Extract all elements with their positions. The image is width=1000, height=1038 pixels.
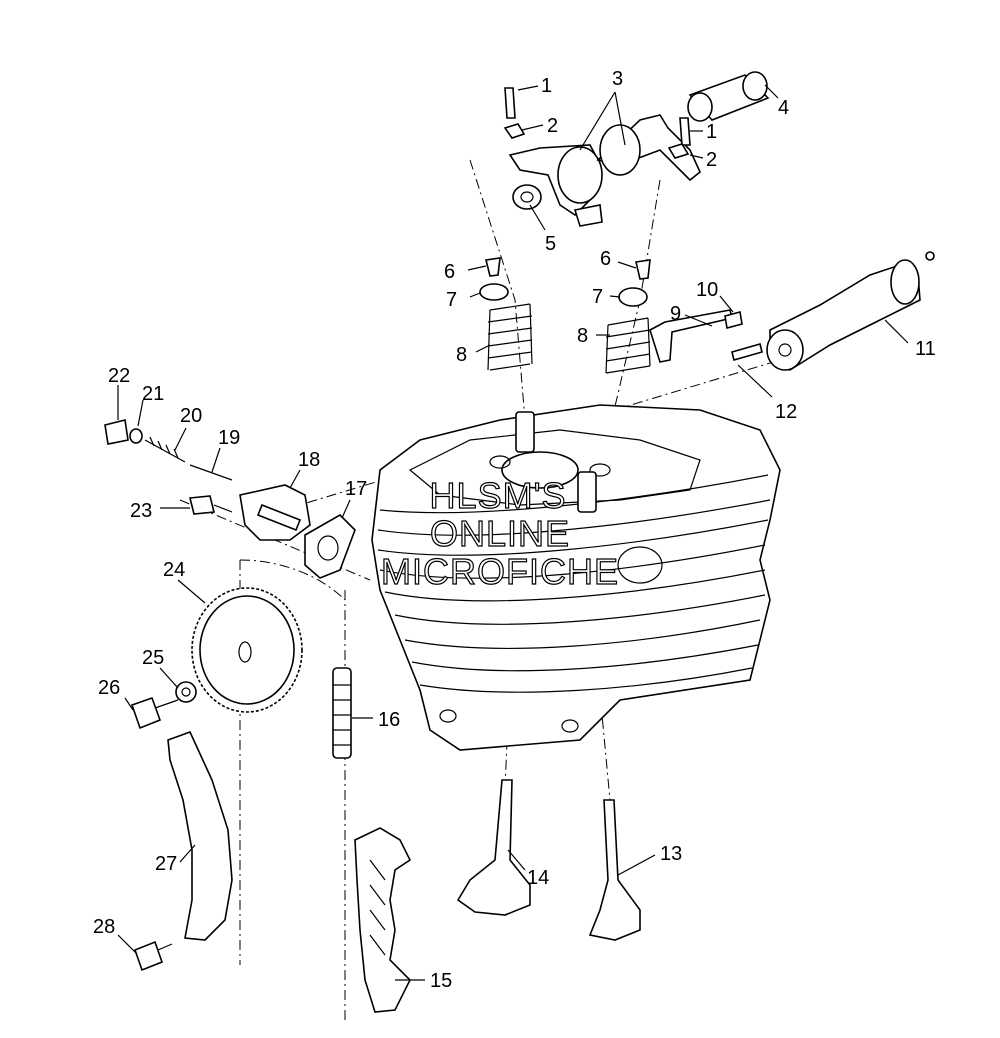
rocker-arm-assembly <box>503 71 770 227</box>
callout-8-right: 8 <box>577 325 588 347</box>
callout-5: 5 <box>545 233 556 255</box>
camshaft-assembly <box>649 251 935 371</box>
cam-chain <box>332 667 352 759</box>
leader-lines <box>117 84 909 981</box>
callout-20: 20 <box>180 405 202 427</box>
valves <box>456 779 641 941</box>
callout-11: 11 <box>915 338 936 360</box>
callout-22: 22 <box>108 365 130 387</box>
callout-24: 24 <box>163 559 185 581</box>
callout-3: 3 <box>612 68 623 90</box>
callout-19: 19 <box>218 427 240 449</box>
callout-7-right: 7 <box>592 286 603 308</box>
callout-7-left: 7 <box>446 289 457 311</box>
callout-1-upper: 1 <box>541 75 552 97</box>
callout-1-lower: 1 <box>706 121 717 143</box>
callout-9: 9 <box>670 303 681 325</box>
watermark-line-1: HLSM'S <box>430 475 567 516</box>
callout-13: 13 <box>660 843 682 865</box>
callout-15: 15 <box>430 970 452 992</box>
callout-6-left: 6 <box>444 261 455 283</box>
valve-springs <box>479 257 651 374</box>
watermark-line-3: MICROFICHE <box>381 551 619 592</box>
callout-labels: 1 2 3 4 1 2 5 6 6 7 7 8 8 9 10 11 12 13 … <box>93 68 936 992</box>
callout-14: 14 <box>527 867 549 889</box>
callout-2-upper: 2 <box>547 115 558 137</box>
callout-10: 10 <box>696 279 718 301</box>
watermark-line-2: ONLINE <box>430 513 570 554</box>
callout-6-right: 6 <box>600 248 611 270</box>
callout-21: 21 <box>142 383 164 405</box>
callout-18: 18 <box>298 449 320 471</box>
callout-17: 17 <box>345 478 367 500</box>
callout-4: 4 <box>778 97 789 119</box>
callout-8-left: 8 <box>456 344 467 366</box>
callout-2-lower: 2 <box>706 149 717 171</box>
callout-12: 12 <box>775 401 797 423</box>
callout-26: 26 <box>98 677 120 699</box>
callout-23: 23 <box>130 500 152 522</box>
cylinder-head <box>371 404 781 751</box>
callout-16: 16 <box>378 709 400 731</box>
callout-27: 27 <box>155 853 177 875</box>
chain-guides <box>133 730 412 1013</box>
tensioner-assembly <box>104 419 356 579</box>
watermark: HLSM'S ONLINE MICROFICHE <box>380 474 619 592</box>
callout-28: 28 <box>93 916 115 938</box>
cam-sprocket <box>130 587 303 730</box>
callout-25: 25 <box>142 647 164 669</box>
